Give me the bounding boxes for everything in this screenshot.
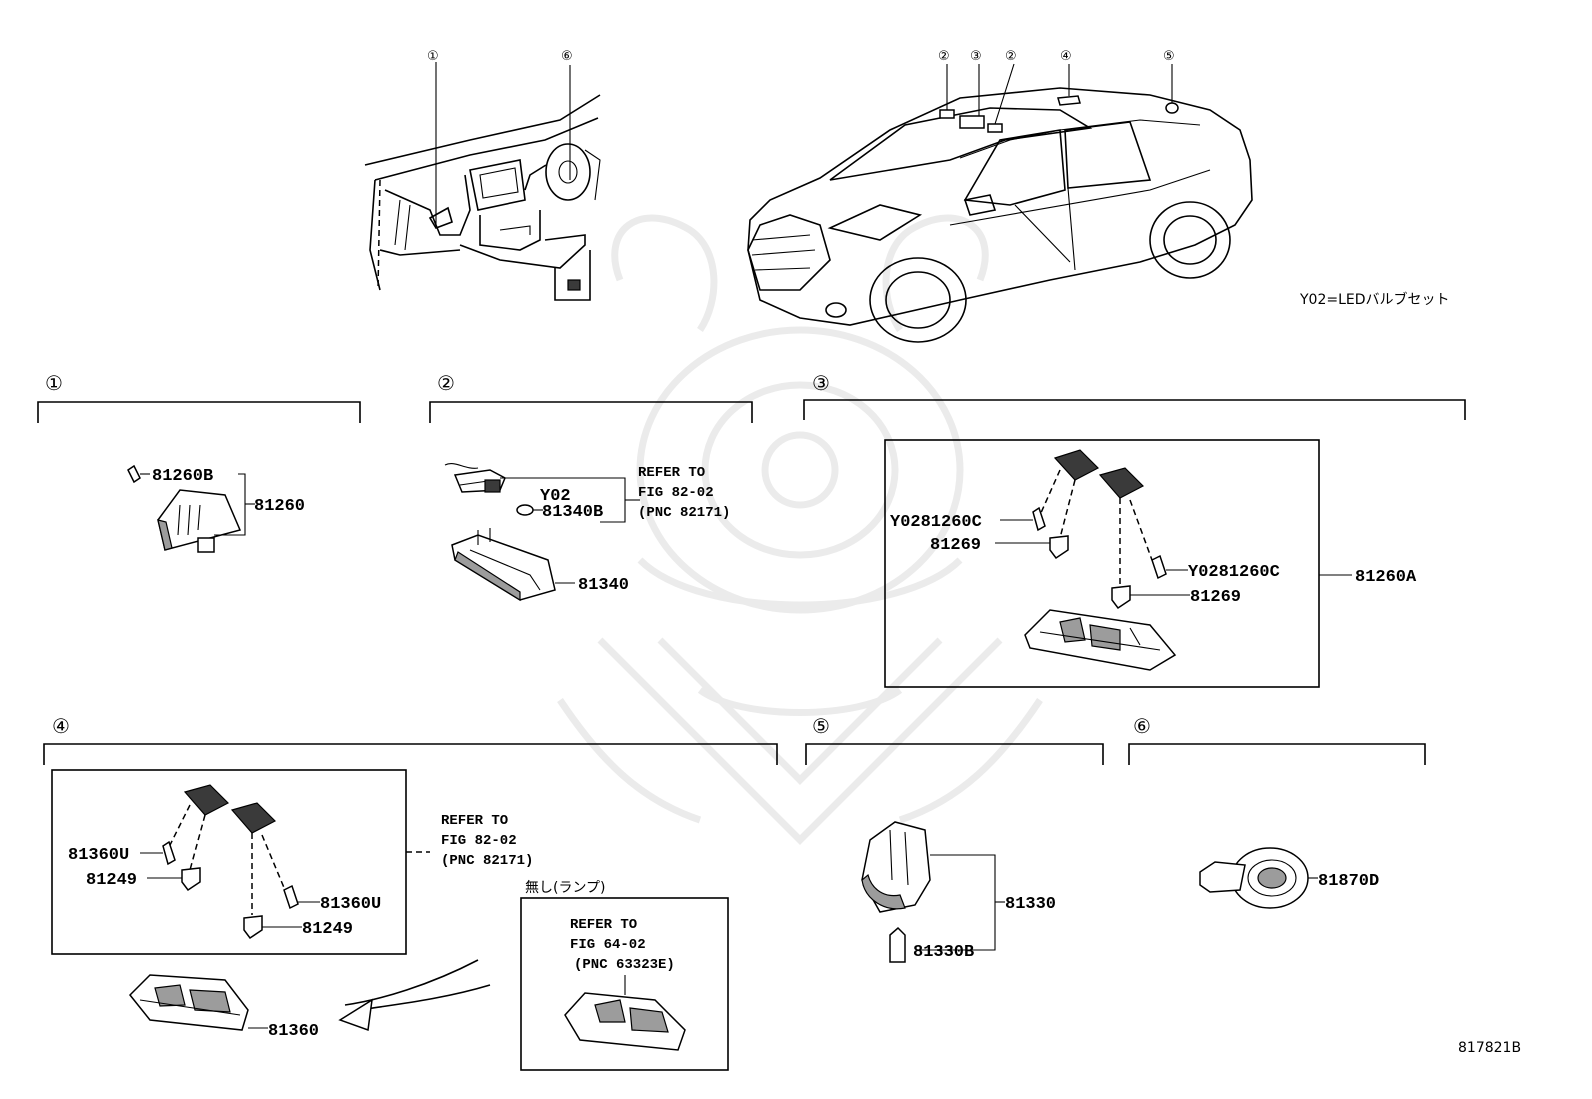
- part-81249-right: 81249: [302, 920, 353, 939]
- callout-1: ①: [427, 49, 439, 64]
- part-81870D: 81870D: [1318, 872, 1379, 891]
- section-3-marker: ③: [812, 371, 830, 395]
- part-81360U-right: 81360U: [320, 895, 381, 914]
- section-3-box: [884, 439, 1320, 688]
- section-5-marker: ⑤: [812, 714, 830, 738]
- part-81260: 81260: [254, 497, 305, 516]
- part-81269-left: 81269: [930, 536, 981, 555]
- part-81260B: 81260B: [152, 467, 213, 486]
- part-81360: 81360: [268, 1022, 319, 1041]
- alt-refer-line3: (PNC 63323E): [574, 957, 675, 973]
- part-81249-left: 81249: [86, 871, 137, 890]
- watermark-emblem: [557, 214, 1043, 845]
- alt-refer-box: [520, 897, 729, 1071]
- section-5: ⑤ 81330 81330B: [805, 714, 1104, 963]
- alt-refer-line2: FIG 64-02: [570, 937, 646, 953]
- section-3: ③ Y0281260C 81269 Y0281260C 81269 81260A: [803, 371, 1466, 688]
- callout-2b: ②: [1005, 49, 1017, 64]
- s2-refer-line3: (PNC 82171): [638, 505, 730, 521]
- overview-callouts: ① ⑥ ② ③ ② ④ ⑤: [427, 49, 1175, 64]
- part-81260A: 81260A: [1355, 568, 1417, 587]
- callout-6: ⑥: [561, 49, 573, 64]
- callout-2a: ②: [938, 49, 950, 64]
- s4-refer-line1: REFER TO: [441, 813, 508, 829]
- section-6: ⑥ 81870D: [1128, 714, 1426, 909]
- section-4-marker: ④: [52, 714, 70, 738]
- section-2: ② Y02 81340B REFER TO FIG 82-02 (PNC 821…: [429, 371, 753, 602]
- dashboard-overview: [364, 62, 601, 301]
- s2-refer-line2: FIG 82-02: [638, 485, 714, 501]
- s4-refer-line3: (PNC 82171): [441, 853, 533, 869]
- section-1: ① 81260B 81260: [37, 371, 361, 553]
- section-4: ④ 81360U 81249 81360U 81249 REFER TO FIG…: [43, 714, 778, 1071]
- alt-refer-line1: REFER TO: [570, 917, 637, 933]
- part-81340B: 81340B: [542, 503, 603, 522]
- section-2-marker: ②: [437, 371, 455, 395]
- part-Y02: Y02: [540, 487, 571, 506]
- part-81330B: 81330B: [913, 943, 974, 962]
- alt-lamp-label: 無し(ランプ): [525, 880, 606, 896]
- section-4-box: [51, 769, 407, 955]
- led-bulb-note: Y02=LEDバルブセット: [1299, 291, 1450, 308]
- s4-refer-line2: FIG 82-02: [441, 833, 517, 849]
- callout-4: ④: [1060, 49, 1072, 64]
- section-1-marker: ①: [45, 371, 63, 395]
- part-81330: 81330: [1005, 895, 1056, 914]
- car-overview: [747, 63, 1253, 343]
- section-6-marker: ⑥: [1133, 714, 1151, 738]
- s2-refer-line1: REFER TO: [638, 465, 705, 481]
- diagram-code: 817821B: [1458, 1040, 1521, 1056]
- part-Y0281260C-left: Y0281260C: [890, 513, 982, 532]
- part-Y0281260C-right: Y0281260C: [1188, 563, 1280, 582]
- callout-5: ⑤: [1163, 49, 1175, 64]
- part-81269-right: 81269: [1190, 588, 1241, 607]
- part-81360U-left: 81360U: [68, 846, 129, 865]
- callout-3: ③: [970, 49, 982, 64]
- part-81340: 81340: [578, 576, 629, 595]
